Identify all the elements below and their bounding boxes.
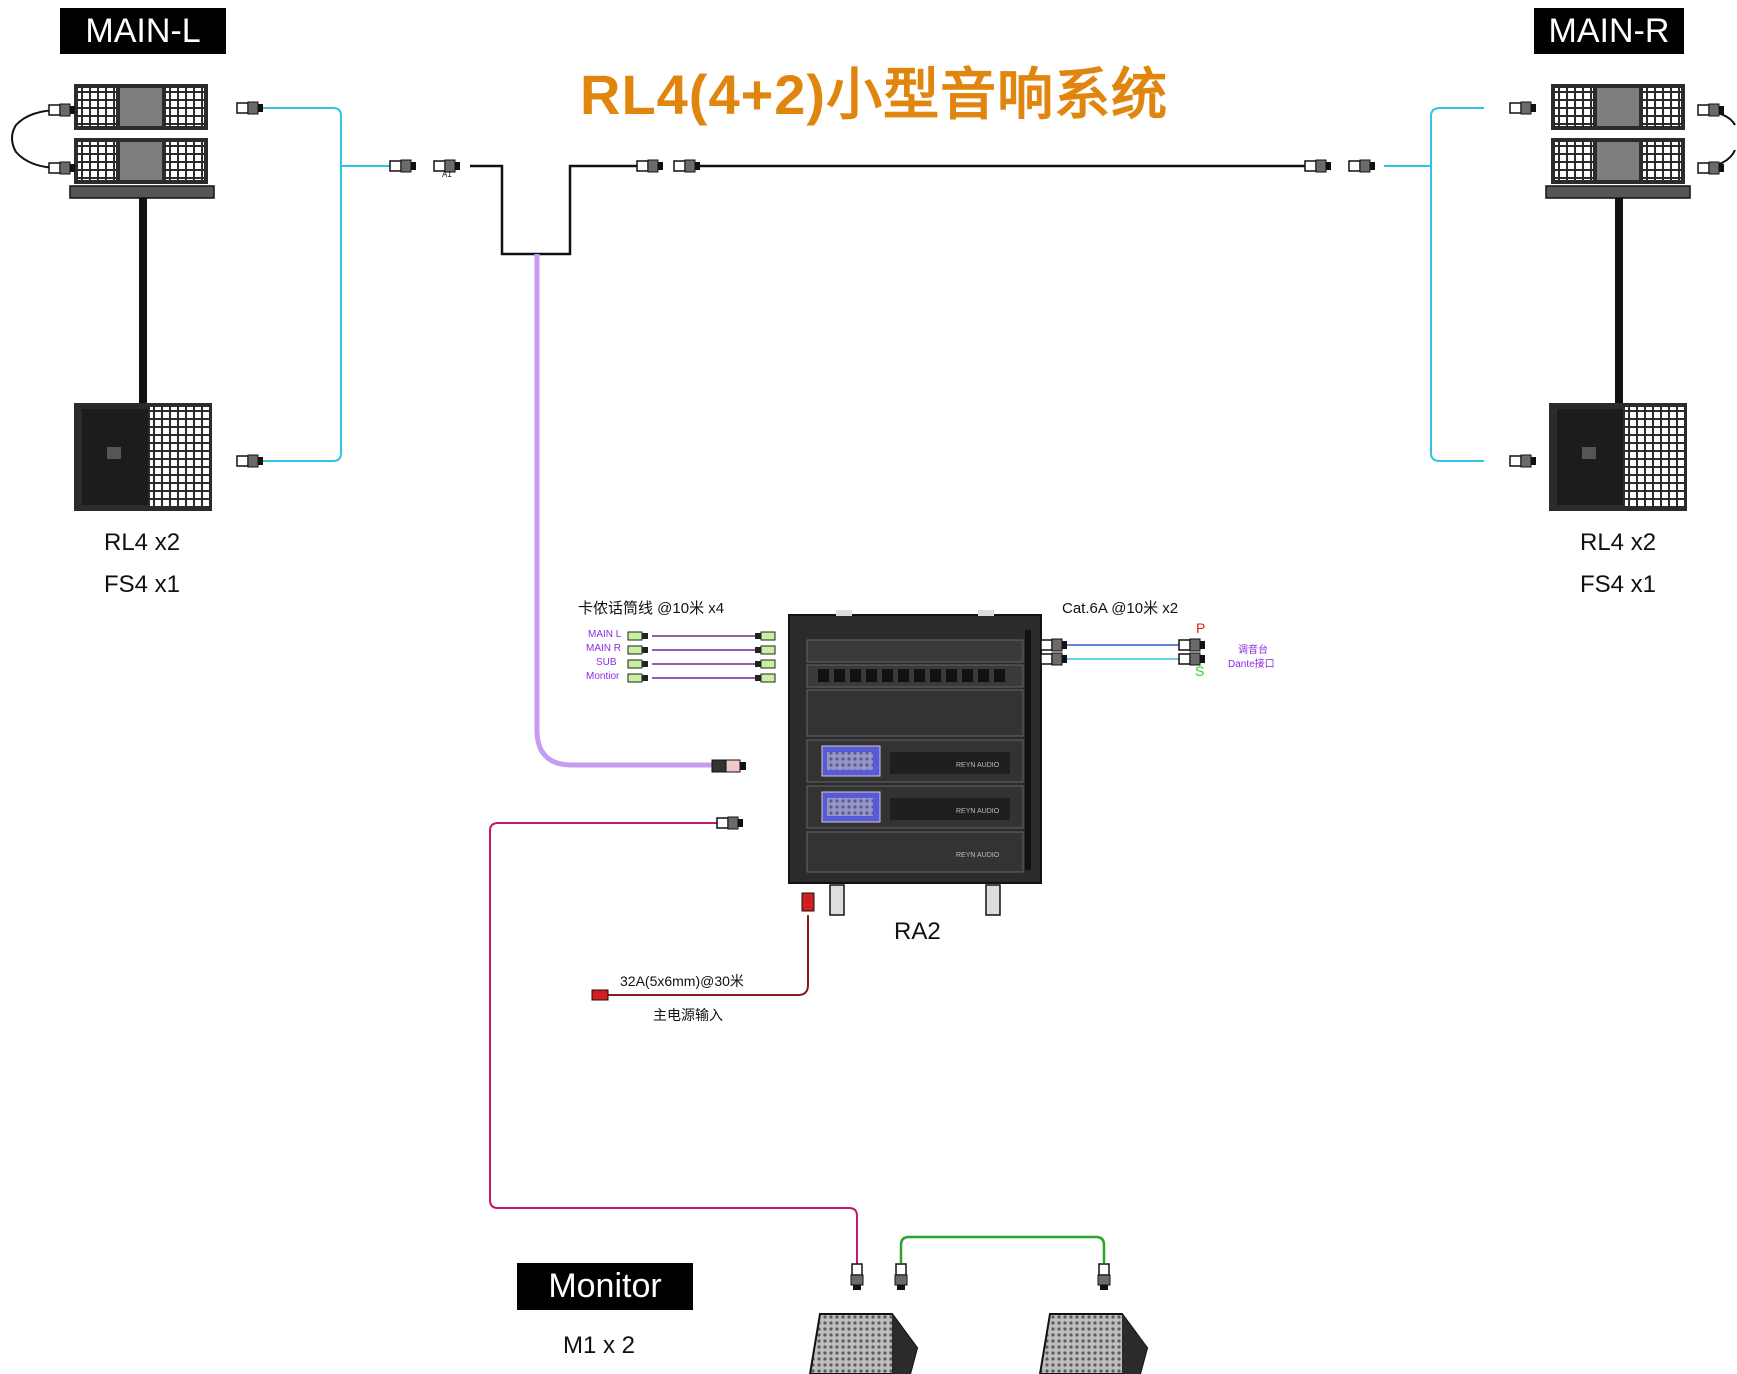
- mic-channel-main-r: MAIN R: [586, 643, 621, 654]
- main-right-fs4-count: FS4 x1: [1580, 571, 1657, 598]
- rack-brand-3: REYN AUDIO: [956, 852, 1000, 859]
- power-cable-label: 32A(5x6mm)@30米: [620, 973, 744, 989]
- rack-ra2: [788, 610, 1042, 916]
- rack-brand-1: REYN AUDIO: [956, 762, 1000, 769]
- rack-brand-2: REYN AUDIO: [956, 808, 1000, 815]
- main-left-label: MAIN-L: [60, 8, 226, 54]
- main-right-rl4-count: RL4 x2: [1580, 529, 1657, 556]
- right-cabinet-connectors: [636, 101, 1537, 468]
- main-right-array: [1545, 84, 1736, 511]
- main-left-array: [11, 84, 215, 511]
- monitor-wedges: [808, 1263, 1149, 1374]
- rack-label: RA2: [894, 918, 941, 945]
- left-cabinet-connectors: [236, 101, 461, 468]
- cat6-secondary-label: S: [1195, 663, 1205, 679]
- mic-cable-label: 卡侬话筒线 @10米 x4: [578, 600, 725, 617]
- mic-channel-main-l: MAIN L: [588, 629, 622, 640]
- monitor-count: M1 x 2: [563, 1332, 636, 1359]
- power-input-label: 主电源输入: [653, 1007, 723, 1023]
- connector-a1-label: A1: [442, 170, 452, 179]
- cat6-primary-label: P: [1196, 620, 1206, 636]
- dante-label: Dante接口: [1228, 659, 1275, 670]
- mic-channel-monitor: Montior: [586, 671, 620, 682]
- main-left-rl4-count: RL4 x2: [104, 529, 181, 556]
- monitor-label: Monitor: [517, 1263, 693, 1310]
- console-label: 调音台: [1238, 645, 1268, 656]
- rack-connectors: [591, 631, 1206, 1001]
- mic-channel-sub: SUB: [596, 657, 617, 668]
- main-left-fs4-count: FS4 x1: [104, 571, 181, 598]
- cat6-label: Cat.6A @10米 x2: [1062, 600, 1179, 617]
- main-right-label: MAIN-R: [1534, 8, 1684, 54]
- diagram-title: RL4(4+2)小型音响系统: [580, 63, 1169, 126]
